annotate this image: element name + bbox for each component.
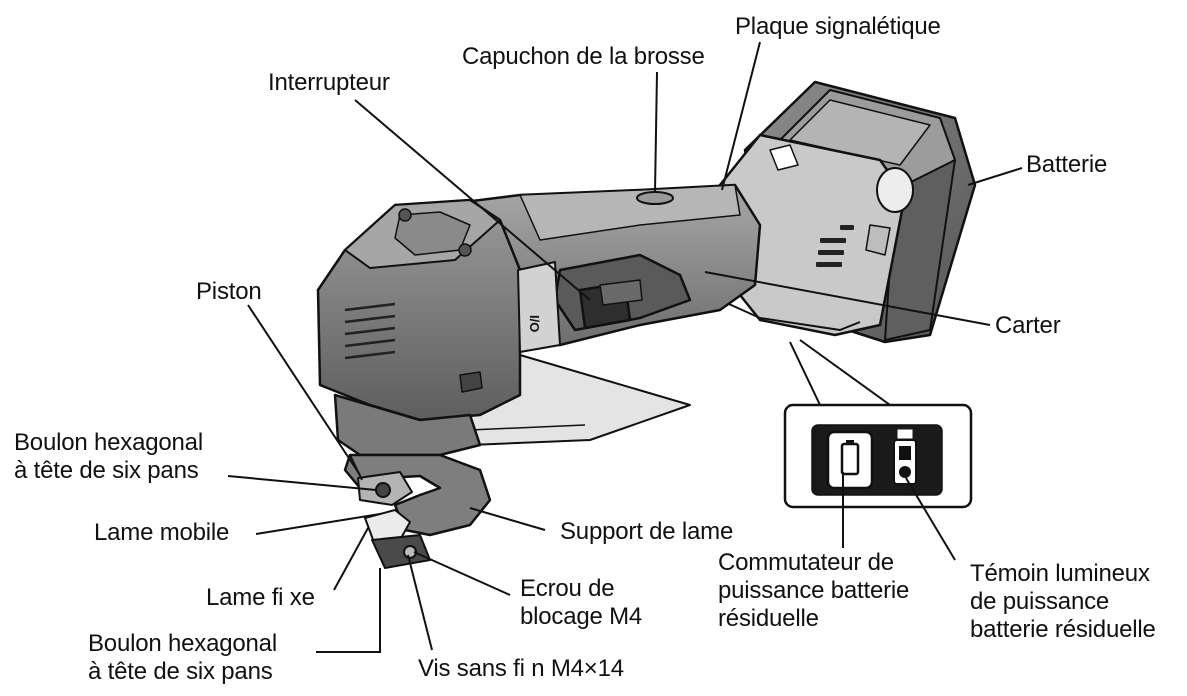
leader-vis bbox=[407, 554, 433, 651]
label-commutateur-line3: résiduelle bbox=[718, 605, 819, 632]
tool-body bbox=[316, 80, 977, 569]
battery-icon bbox=[840, 440, 860, 476]
switch-position-mark: I/O bbox=[527, 315, 542, 332]
label-carter: Carter bbox=[995, 312, 1061, 339]
leader-lame-fixe bbox=[333, 527, 369, 591]
label-boulon-hexagonal-1-line2: à tête de six pans bbox=[14, 457, 199, 484]
battery-check-button bbox=[826, 430, 874, 490]
leader-plaque bbox=[721, 41, 761, 191]
label-lame-fixe: Lame fi xe bbox=[206, 584, 315, 611]
label-temoin-line1: Témoin lumineux bbox=[970, 560, 1150, 587]
leader-lame-mobile bbox=[255, 513, 381, 535]
head-neck bbox=[333, 393, 482, 457]
leader-lines bbox=[227, 41, 1023, 653]
leader-carter bbox=[704, 271, 991, 326]
label-capuchon-brosse: Capuchon de la brosse bbox=[462, 43, 705, 70]
label-boulon-hexagonal-2-line2: à tête de six pans bbox=[88, 658, 273, 685]
leader-boulon2 bbox=[316, 568, 381, 653]
label-temoin-line3: batterie résiduelle bbox=[970, 616, 1156, 643]
label-temoin-line2: de puissance bbox=[970, 588, 1110, 615]
label-batterie: Batterie bbox=[1026, 151, 1108, 178]
label-ecrou-line2: blocage M4 bbox=[520, 603, 643, 630]
leader-interrupteur bbox=[354, 99, 591, 301]
label-boulon-hexagonal-1-line1: Boulon hexagonal bbox=[14, 429, 203, 456]
indicator-inset bbox=[783, 339, 973, 509]
label-support-lame: Support de lame bbox=[560, 518, 734, 545]
leader-capuchon bbox=[654, 71, 658, 193]
leader-boulon1 bbox=[227, 475, 377, 491]
label-interrupteur: Interrupteur bbox=[268, 69, 390, 96]
switch-panel bbox=[517, 261, 561, 353]
label-vis-sans-fin: Vis sans fi n M4×14 bbox=[418, 655, 624, 682]
battery-led-icon bbox=[893, 429, 917, 485]
label-commutateur-line1: Commutateur de bbox=[718, 549, 894, 576]
label-lame-mobile: Lame mobile bbox=[94, 519, 230, 546]
label-piston: Piston bbox=[196, 278, 262, 305]
label-ecrou-line1: Ecrou de bbox=[520, 575, 615, 602]
leader-ecrou bbox=[413, 551, 511, 596]
label-commutateur-line2: puissance batterie bbox=[718, 577, 910, 604]
label-plaque-signaletique: Plaque signalétique bbox=[735, 13, 941, 40]
leader-batterie bbox=[967, 167, 1023, 186]
leader-support bbox=[469, 507, 546, 531]
leader-piston bbox=[247, 304, 361, 476]
leader-temoin bbox=[905, 477, 956, 561]
label-boulon-hexagonal-2-line1: Boulon hexagonal bbox=[88, 630, 277, 657]
